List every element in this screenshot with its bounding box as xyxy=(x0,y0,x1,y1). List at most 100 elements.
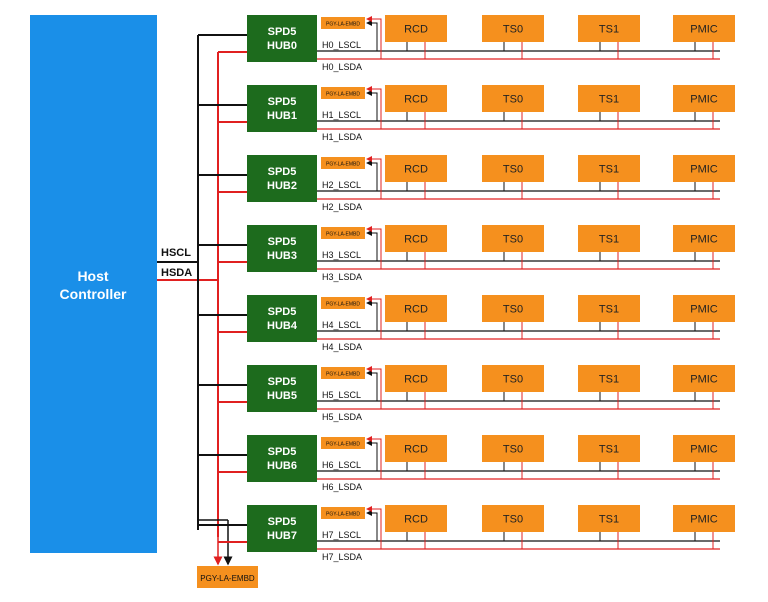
device-label: RCD xyxy=(404,94,428,106)
device-label: TS1 xyxy=(599,444,619,456)
local-scl-label: H7_LSCL xyxy=(322,530,361,540)
device-box xyxy=(482,505,544,532)
device-box xyxy=(578,15,640,42)
local-analyzer-label: PGY-LA-EMBD xyxy=(326,302,360,308)
device-box xyxy=(385,15,447,42)
device-box xyxy=(482,15,544,42)
hub-box xyxy=(247,155,317,202)
device-box xyxy=(578,365,640,392)
device-label: TS0 xyxy=(503,444,523,456)
device-label: RCD xyxy=(404,304,428,316)
local-analyzer-box xyxy=(321,507,365,519)
local-sda-label: H5_LSDA xyxy=(322,412,362,422)
device-ts0: TS0 xyxy=(482,225,544,269)
device-label: RCD xyxy=(404,164,428,176)
device-pmic: PMIC xyxy=(673,295,735,339)
hub-box xyxy=(247,365,317,412)
local-analyzer-label: PGY-LA-EMBD xyxy=(326,92,360,98)
device-pmic: PMIC xyxy=(673,155,735,199)
local-sda-label: H1_LSDA xyxy=(322,132,362,142)
host-label-line2: Controller xyxy=(60,286,127,302)
local-scl-label: H3_LSCL xyxy=(322,250,361,260)
device-box xyxy=(482,365,544,392)
device-box xyxy=(482,295,544,322)
device-label: PMIC xyxy=(690,24,718,36)
hub-label-line2: HUB1 xyxy=(267,110,297,122)
device-label: TS1 xyxy=(599,304,619,316)
device-box xyxy=(385,365,447,392)
hub-label-line2: HUB5 xyxy=(267,390,297,402)
device-box xyxy=(482,225,544,252)
local-sda-label: H7_LSDA xyxy=(322,552,362,562)
device-ts0: TS0 xyxy=(482,365,544,409)
local-analyzer-box xyxy=(321,17,365,29)
device-rcd: RCD xyxy=(385,365,447,409)
device-box xyxy=(482,85,544,112)
device-pmic: PMIC xyxy=(673,85,735,129)
device-label: RCD xyxy=(404,374,428,386)
device-label: RCD xyxy=(404,444,428,456)
host-controller: Host Controller xyxy=(30,15,157,553)
device-pmic: PMIC xyxy=(673,435,735,479)
device-box xyxy=(482,155,544,182)
device-box xyxy=(385,505,447,532)
local-analyzer-scl-tap xyxy=(366,230,378,261)
hub-label-line1: SPD5 xyxy=(268,96,297,108)
hub-label-line1: SPD5 xyxy=(268,26,297,38)
device-ts1: TS1 xyxy=(578,85,640,129)
host-label-line1: Host xyxy=(77,268,108,284)
hscl-label: HSCL xyxy=(161,247,191,259)
hub-box xyxy=(247,225,317,272)
local-analyzer-box xyxy=(321,227,365,239)
device-label: TS0 xyxy=(503,304,523,316)
device-box xyxy=(385,225,447,252)
hub-label-line1: SPD5 xyxy=(268,166,297,178)
hub-label-line2: HUB0 xyxy=(267,40,297,52)
local-scl-label: H5_LSCL xyxy=(322,390,361,400)
device-ts1: TS1 xyxy=(578,435,640,479)
device-pmic: PMIC xyxy=(673,15,735,59)
local-analyzer-label: PGY-LA-EMBD xyxy=(326,442,360,448)
hub-box xyxy=(247,435,317,482)
device-label: RCD xyxy=(404,24,428,36)
hub-label-line1: SPD5 xyxy=(268,446,297,458)
local-analyzer-scl-tap xyxy=(366,20,378,51)
local-analyzer-sda-tap xyxy=(366,156,382,199)
device-box xyxy=(673,295,735,322)
device-box xyxy=(673,155,735,182)
local-analyzer-scl-tap xyxy=(366,160,378,191)
hub-label-line1: SPD5 xyxy=(268,516,297,528)
device-rcd: RCD xyxy=(385,85,447,129)
device-rcd: RCD xyxy=(385,295,447,339)
device-box xyxy=(578,505,640,532)
device-box xyxy=(673,85,735,112)
device-ts1: TS1 xyxy=(578,155,640,199)
device-ts0: TS0 xyxy=(482,85,544,129)
device-rcd: RCD xyxy=(385,225,447,269)
device-label: TS1 xyxy=(599,94,619,106)
hub-label-line1: SPD5 xyxy=(268,306,297,318)
hub-label-line2: HUB3 xyxy=(267,250,297,262)
device-box xyxy=(385,155,447,182)
device-ts1: TS1 xyxy=(578,365,640,409)
device-box xyxy=(385,295,447,322)
device-label: TS1 xyxy=(599,24,619,36)
local-analyzer-box xyxy=(321,367,365,379)
local-sda-label: H4_LSDA xyxy=(322,342,362,352)
device-ts1: TS1 xyxy=(578,15,640,59)
device-box xyxy=(673,365,735,392)
device-label: RCD xyxy=(404,234,428,246)
device-ts1: TS1 xyxy=(578,225,640,269)
device-box xyxy=(673,435,735,462)
device-box xyxy=(385,435,447,462)
local-sda-label: H6_LSDA xyxy=(322,482,362,492)
hub-box xyxy=(247,15,317,62)
device-label: RCD xyxy=(404,514,428,526)
local-analyzer-label: PGY-LA-EMBD xyxy=(326,22,360,28)
